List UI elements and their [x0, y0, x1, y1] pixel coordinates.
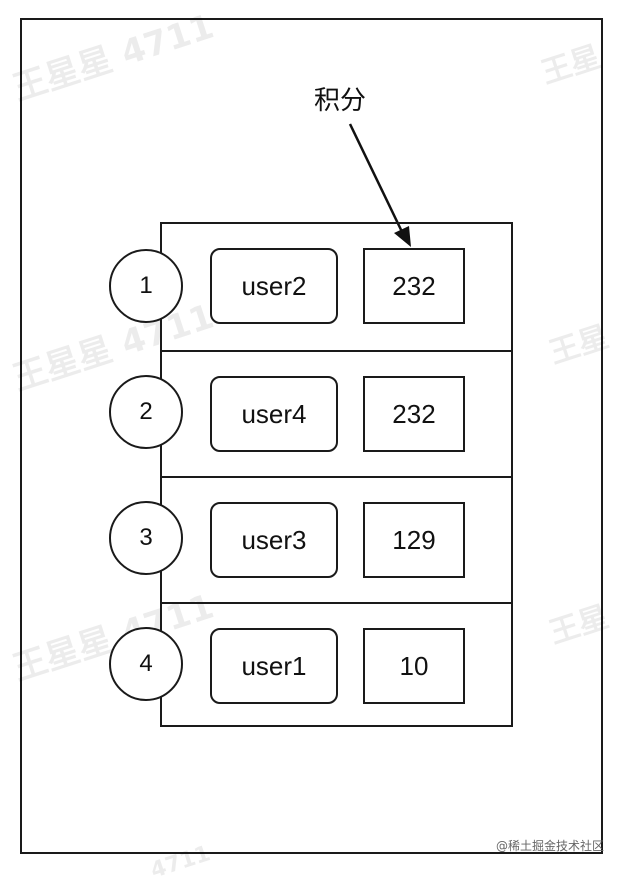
- score-box: 232: [363, 248, 465, 324]
- member-box: user4: [210, 376, 338, 452]
- member-box: user3: [210, 502, 338, 578]
- diagram-frame: [20, 18, 603, 854]
- rank-circle: 3: [109, 501, 183, 575]
- score-box: 10: [363, 628, 465, 704]
- score-box: 129: [363, 502, 465, 578]
- score-box: 232: [363, 376, 465, 452]
- list-item: user3 129: [162, 476, 511, 602]
- list-item: user4 232: [162, 350, 511, 476]
- source-credit: @稀土掘金技术社区: [495, 839, 604, 853]
- rank-circle: 4: [109, 627, 183, 701]
- list-item: user2 232: [162, 224, 511, 350]
- member-box: user2: [210, 248, 338, 324]
- member-box: user1: [210, 628, 338, 704]
- list-item: user1 10: [162, 602, 511, 728]
- rank-circle: 1: [109, 249, 183, 323]
- sorted-set-box: user2 232 user4 232 user3 129 user1 10: [160, 222, 513, 727]
- rank-circle: 2: [109, 375, 183, 449]
- score-annotation-label: 积分: [314, 86, 367, 116]
